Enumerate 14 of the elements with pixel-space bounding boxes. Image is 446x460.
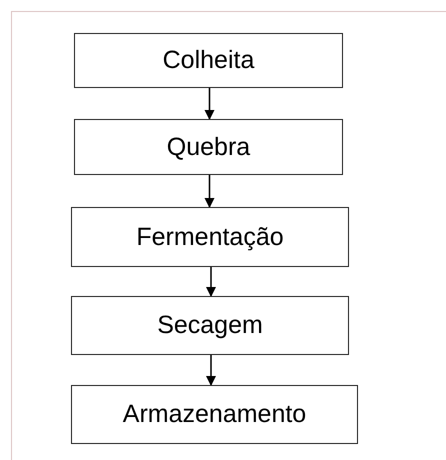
- arrow: [206, 267, 216, 297]
- arrow: [204, 175, 214, 208]
- arrow: [204, 88, 214, 120]
- step-label: Fermentação: [136, 224, 284, 250]
- process-box: [74, 33, 343, 88]
- step-label: Colheita: [162, 48, 254, 73]
- step-label: Secagem: [157, 313, 263, 338]
- process-box: [74, 119, 343, 175]
- arrow: [206, 355, 216, 386]
- step-label: Armazenamento: [122, 402, 306, 427]
- step-label: Quebra: [166, 134, 250, 160]
- process-box: [71, 207, 349, 267]
- process-box: [71, 296, 349, 355]
- process-box: [71, 385, 358, 444]
